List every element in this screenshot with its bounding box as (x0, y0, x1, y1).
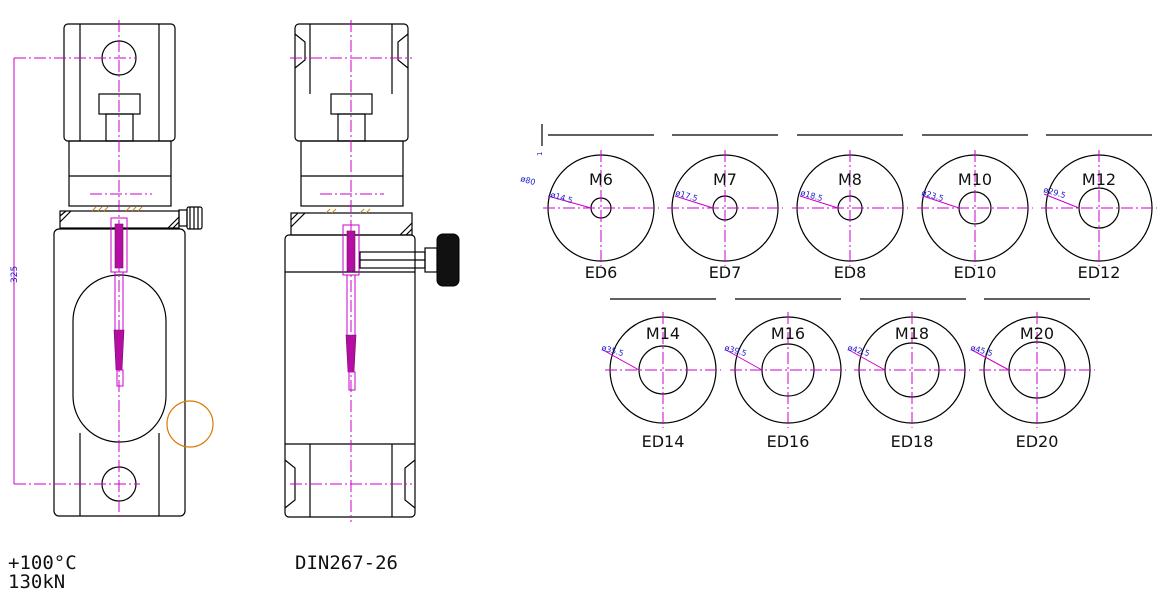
disc-code: ED7 (709, 263, 742, 282)
knurled-knob (436, 233, 460, 287)
disc-4: M12 ED12 ø29.5 (1041, 134, 1157, 282)
disc-outer-dia: ø80 (519, 174, 536, 187)
disc-thread: M18 (895, 324, 929, 343)
disc-code: ED6 (585, 263, 618, 282)
disc-thread: M16 (771, 324, 805, 343)
disc-code: ED18 (891, 432, 934, 451)
disc-0: M6 ED6 ø80 ø14.5 (519, 134, 659, 282)
disc-1: M7 ED7 ø17.5 (667, 134, 783, 282)
disc-2: M8 ED8 ø18.5 (792, 134, 908, 282)
disc-inner-dia: ø17.5 (674, 188, 698, 203)
temperature-note: +100°C (8, 552, 77, 574)
disc-8: M20 ED20 ø45.5 (969, 298, 1095, 451)
disc-thread: M20 (1020, 324, 1054, 343)
disc-3: M10 ED10 ø23.5 (917, 134, 1033, 282)
disc-code: ED14 (642, 432, 685, 451)
disc-code: ED10 (954, 263, 997, 282)
disc-thread: M8 (838, 170, 862, 189)
fixture-a: 325 (10, 20, 214, 520)
disc-5: M14 ED14 ø35.5 (600, 298, 721, 451)
disc-code: ED16 (767, 432, 810, 451)
disc-code: ED8 (834, 263, 867, 282)
disc-inner-dia: ø42.5 (846, 343, 870, 358)
disc-thread: M6 (589, 170, 613, 189)
disc-inner-dia: ø39.5 (723, 343, 747, 358)
disc-inner-dia: ø14.5 (549, 190, 573, 205)
fixture-b (284, 20, 460, 522)
load-note: 130kN (8, 571, 65, 593)
row-marker: 1 (536, 152, 544, 156)
disc-inner-dia: ø23.5 (920, 188, 944, 203)
standard-note: DIN267-26 (295, 552, 398, 574)
dimension-325: 325 (10, 266, 20, 283)
disc-thread: M12 (1082, 170, 1116, 189)
disc-thread: M14 (646, 324, 680, 343)
highlight-circle (166, 400, 214, 448)
disc-6: M16 ED16 ø39.5 (723, 298, 846, 451)
disc-7: M18 ED18 ø42.5 (846, 298, 970, 451)
disc-inner-dia: ø18.5 (799, 188, 823, 203)
disc-code: ED20 (1016, 432, 1059, 451)
disc-thread: M7 (713, 170, 737, 189)
disc-code: ED12 (1078, 263, 1121, 282)
disc-thread: M10 (958, 170, 992, 189)
disc-inner-dia: ø35.5 (600, 343, 624, 358)
